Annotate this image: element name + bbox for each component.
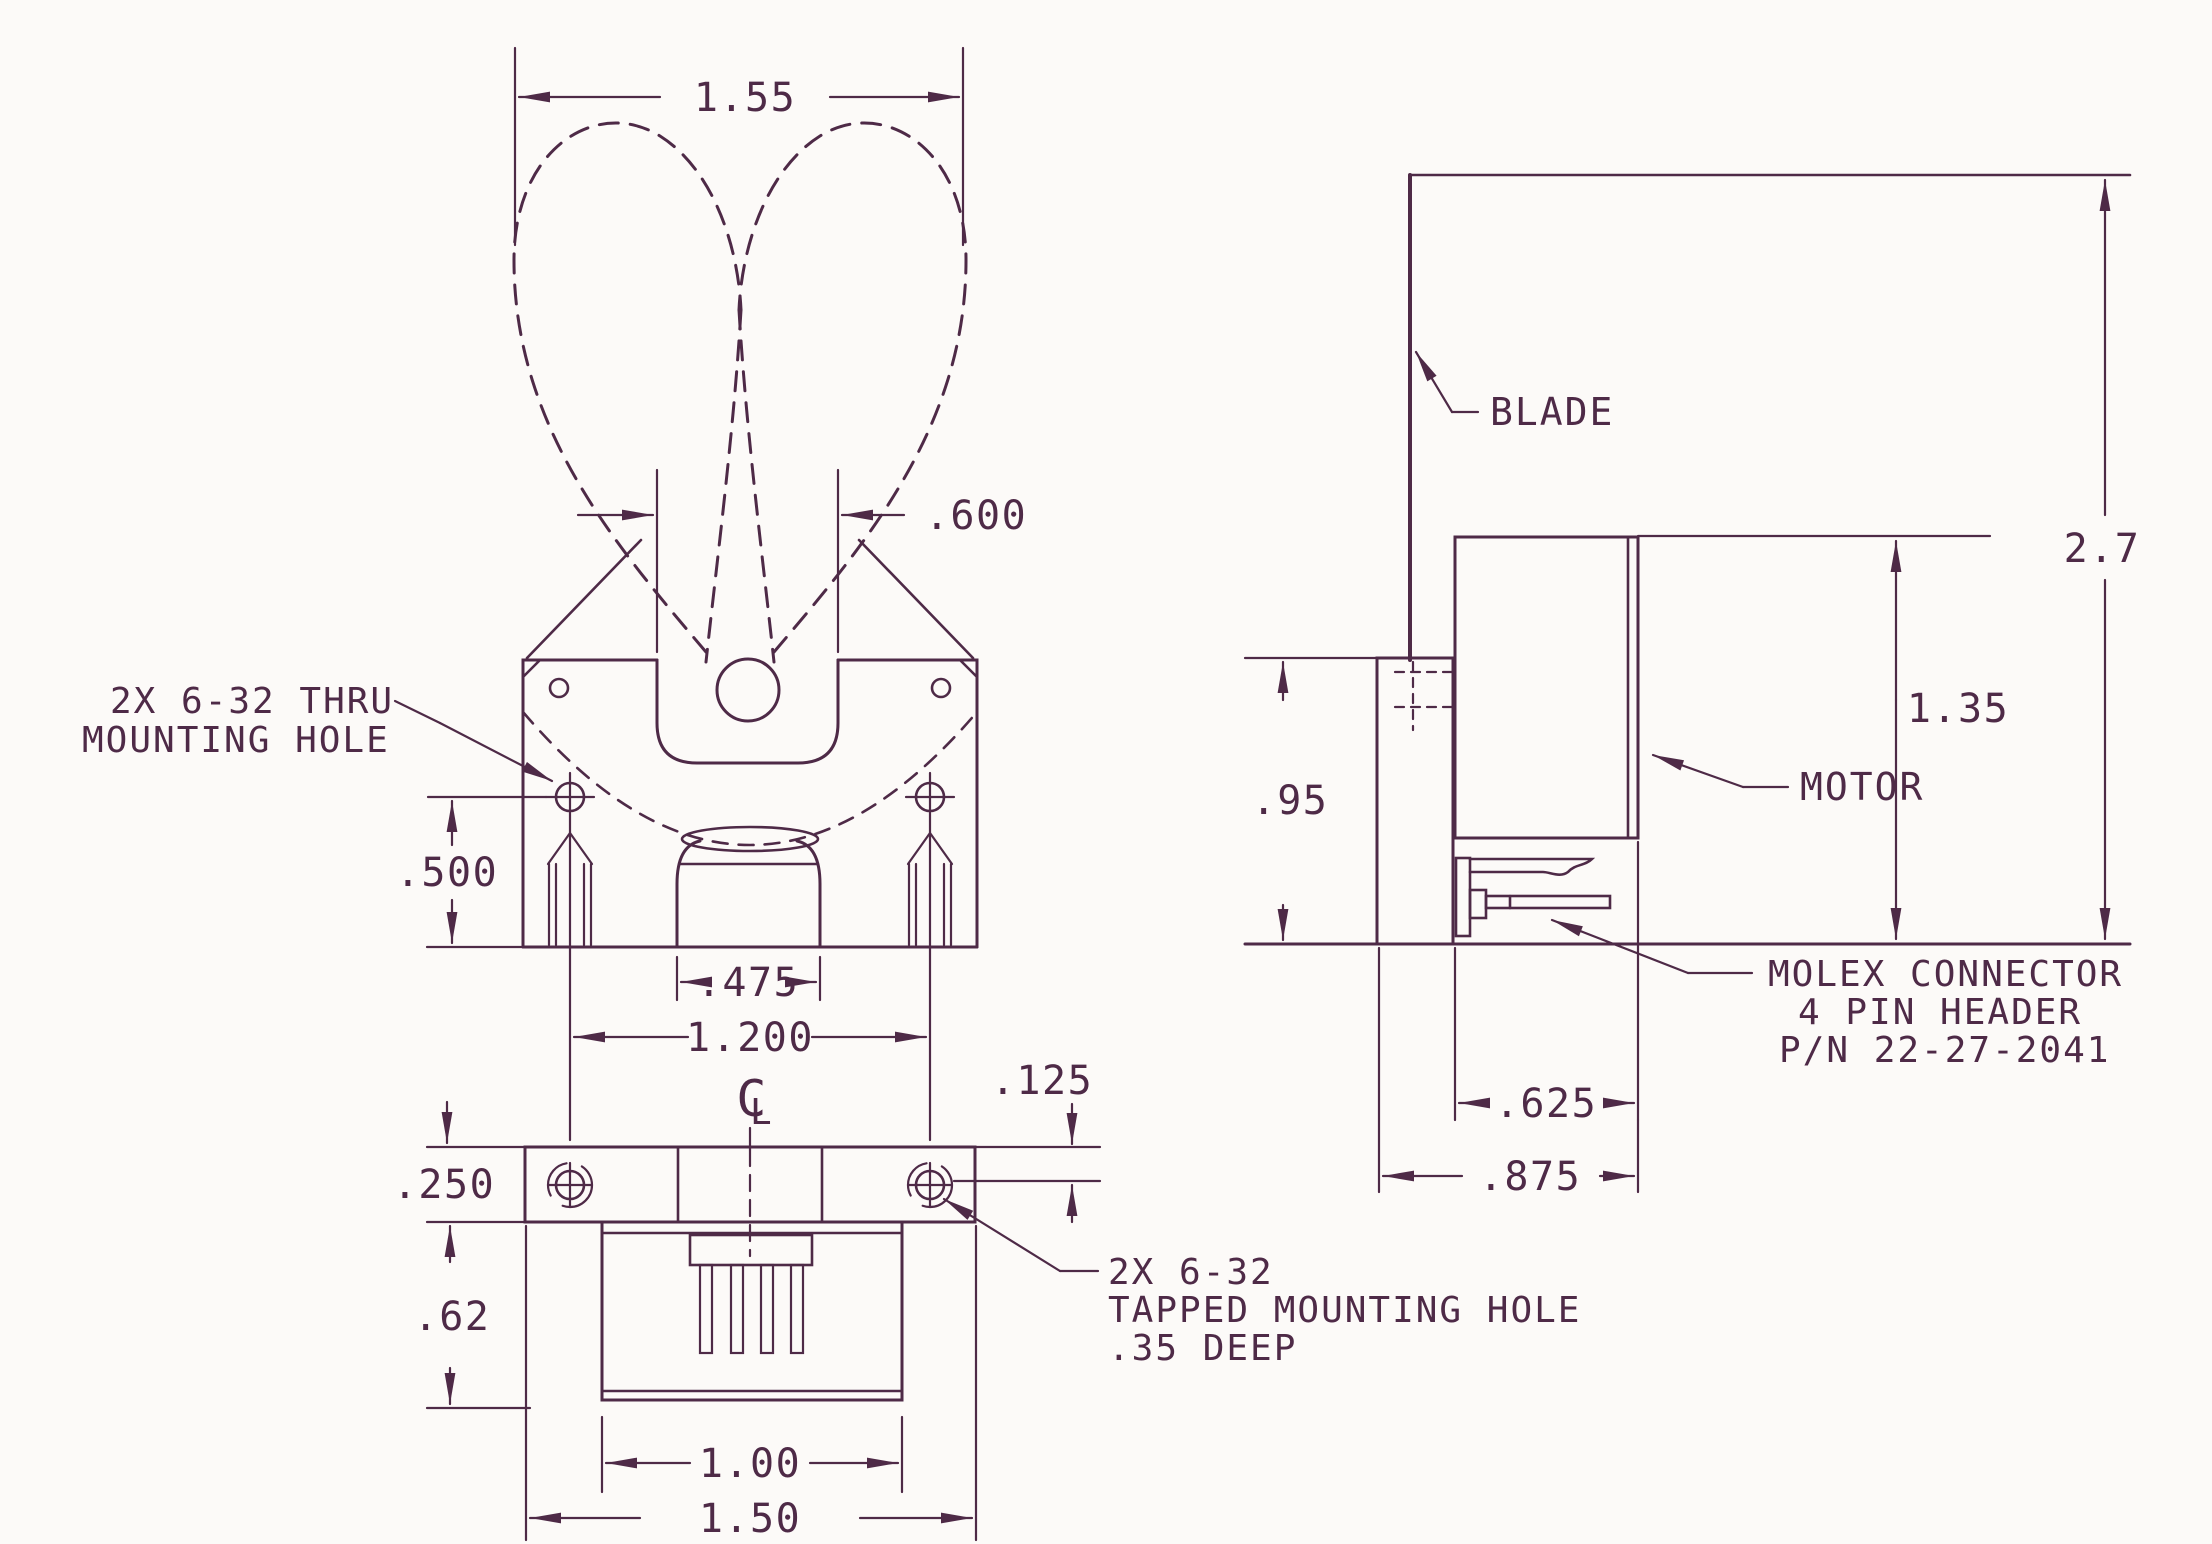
shaft-hub — [715, 657, 781, 723]
connector-housing — [600, 1220, 904, 1402]
dim-pedestal-width: .475 — [675, 955, 822, 1006]
centerline-symbol-l: L — [750, 1092, 773, 1133]
dim-cutout-width-label: .600 — [925, 493, 1027, 539]
dim-cutout-width: .600 — [576, 468, 1027, 654]
molex-note-line2: 4 PIN HEADER — [1798, 992, 2082, 1033]
centerline: C L — [736, 1070, 773, 1258]
centerline-symbol-c: C — [736, 1070, 768, 1128]
tapped-holes — [546, 1161, 954, 1209]
corner-hole-left — [548, 677, 570, 699]
dim-blade-sweep-label: 1.55 — [694, 75, 796, 121]
dim-flange-thickness-label: .250 — [393, 1162, 495, 1208]
tapped-hole-note: 2X 6-32 TAPPED MOUNTING HOLE .35 DEEP — [942, 1197, 1581, 1369]
thru-hole-note-line2: MOUNTING HOLE — [82, 720, 390, 761]
bracket-body — [521, 538, 979, 949]
tapped-hole-note-line2: TAPPED MOUNTING HOLE — [1108, 1290, 1581, 1331]
dim-hole-height: .500 — [396, 795, 548, 949]
dim-overall-height-label: 2.7 — [2064, 526, 2141, 572]
tapped-hole-note-line1: 2X 6-32 — [1108, 1252, 1274, 1293]
dim-hole-spacing-label: 1.200 — [686, 1015, 814, 1061]
dim-housing-depth-label: .62 — [414, 1294, 491, 1340]
molex-connector — [1454, 856, 1612, 938]
dim-bracket-depth-label: .875 — [1479, 1154, 1581, 1200]
dim-flange-width: 1.50 — [524, 1224, 978, 1542]
dim-flange-thickness: .250 — [393, 1100, 527, 1224]
dim-motor-top-height: 1.35 — [1636, 534, 2009, 941]
dim-bracket-depth: .875 — [1377, 946, 1640, 1200]
motor-label-text: MOTOR — [1800, 765, 1924, 809]
dim-overall-height: 2.7 — [2064, 178, 2141, 941]
dim-flange-width-label: 1.50 — [699, 1496, 801, 1542]
tapped-hole-note-line3: .35 DEEP — [1108, 1328, 1297, 1369]
dim-hole-spacing: 1.200 — [572, 1015, 928, 1061]
dim-blade-sweep: 1.55 — [513, 46, 965, 247]
dim-hole-offset-label: .125 — [991, 1058, 1093, 1104]
dim-connector-depth: .625 — [1453, 840, 1640, 1127]
gusset-right — [857, 538, 975, 660]
corner-chamfer-right — [958, 658, 979, 679]
side-view: BLADE MOTOR MOLEX CONNECTOR 4 PIN HEADER… — [1243, 173, 2141, 1200]
corner-chamfer-left — [521, 658, 542, 679]
header-pins — [698, 1263, 805, 1355]
dim-housing-width-label: 1.00 — [699, 1441, 801, 1487]
thru-hole-note-line1: 2X 6-32 THRU — [110, 681, 394, 722]
blade-sweep-arc — [521, 710, 979, 847]
corner-hole-right — [930, 677, 952, 699]
dim-hole-height-label: .500 — [396, 850, 498, 896]
bottom-view: C L .250 .62 1.00 — [393, 1058, 1581, 1542]
blade-label-text: BLADE — [1490, 390, 1614, 434]
pedestal — [675, 825, 822, 949]
thru-mounting-holes — [544, 771, 956, 1142]
gusset-left — [525, 538, 643, 660]
molex-note-line3: P/N 22-27-2041 — [1779, 1030, 2110, 1071]
dim-hole-offset: .125 — [952, 1058, 1102, 1224]
blade-edge — [1408, 173, 2132, 732]
molex-note: MOLEX CONNECTOR 4 PIN HEADER P/N 22-27-2… — [1550, 918, 2123, 1071]
bracket-profile — [1375, 656, 1455, 946]
molex-note-line1: MOLEX CONNECTOR — [1768, 954, 2123, 995]
blade-label: BLADE — [1414, 350, 1614, 434]
motor-body — [1453, 535, 1640, 840]
front-view: 1.55 .600 .500 .475 — [82, 46, 1027, 1142]
dim-bracket-height: .95 — [1243, 656, 1379, 942]
dim-connector-depth-label: .625 — [1495, 1081, 1597, 1127]
dim-motor-top-height-label: 1.35 — [1907, 686, 2009, 732]
motor-label: MOTOR — [1651, 753, 1924, 809]
dim-pedestal-width-label: .475 — [697, 960, 799, 1006]
dim-housing-width: 1.00 — [600, 1415, 904, 1494]
thru-hole-note: 2X 6-32 THRU MOUNTING HOLE — [82, 681, 554, 783]
dim-bracket-height-label: .95 — [1252, 778, 1329, 824]
dim-housing-depth: .62 — [414, 1224, 532, 1410]
